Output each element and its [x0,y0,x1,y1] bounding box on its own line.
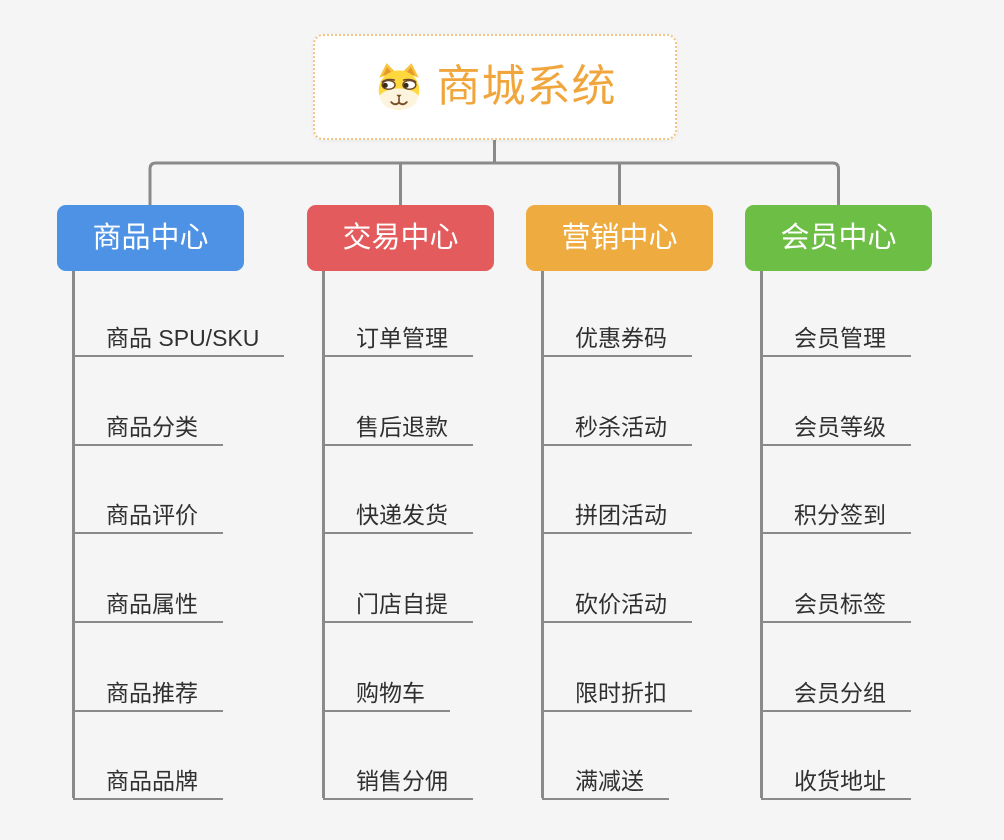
branch-column-marketing: 营销中心 优惠券码 秒杀活动 拼团活动 砍价活动 限时折扣 满减送 [526,205,796,805]
bus-line [148,161,840,206]
branch-trunk-line [72,271,75,798]
leaf-label: 快递发货 [356,502,448,528]
leaf-node[interactable]: 优惠券码 [542,319,692,357]
leaf-label: 商品 SPU/SKU [106,325,260,351]
branch-node-trade-center[interactable]: 交易中心 [307,205,494,271]
leaf-node[interactable]: 商品分类 [73,408,223,446]
leaf-label: 秒杀活动 [575,414,667,440]
leaf-node[interactable]: 商品评价 [73,496,223,534]
leaf-node[interactable]: 订单管理 [323,319,473,357]
leaf-node[interactable]: 商品品牌 [73,762,223,800]
leaf-label: 订单管理 [356,325,448,351]
leaf-node[interactable]: 会员标签 [761,585,911,623]
leaf-node[interactable]: 拼团活动 [542,496,692,534]
leaf-node[interactable]: 会员等级 [761,408,911,446]
leaf-label: 售后退款 [356,414,448,440]
branch-label: 会员中心 [780,221,897,254]
leaf-node[interactable]: 销售分佣 [323,762,473,800]
root-node-label: 商城系统 [436,62,617,111]
leaf-label: 会员分组 [794,680,886,706]
leaf-label: 商品推荐 [106,680,198,706]
leaf-label: 商品品牌 [106,768,198,794]
leaf-node[interactable]: 会员管理 [761,319,911,357]
branch-column-member: 会员中心 会员管理 会员等级 积分签到 会员标签 会员分组 收货地址 [745,205,1004,805]
leaf-label: 商品评价 [106,502,198,528]
leaf-label: 会员等级 [794,414,886,440]
leaf-node[interactable]: 砍价活动 [542,585,692,623]
leaf-label: 收货地址 [794,768,886,794]
leaf-node[interactable]: 限时折扣 [542,674,692,712]
root-node[interactable]: 商城系统 [313,34,677,140]
leaf-label: 积分签到 [794,502,886,528]
branch-column-trade: 交易中心 订单管理 售后退款 快递发货 门店自提 购物车 销售分佣 [307,205,577,805]
leaf-label: 商品属性 [106,591,198,617]
leaf-label: 优惠券码 [575,325,667,351]
branch-trunk-line [760,271,763,798]
branch-node-product-center[interactable]: 商品中心 [57,205,244,271]
leaf-node[interactable]: 门店自提 [323,585,473,623]
branch-node-member-center[interactable]: 会员中心 [745,205,932,271]
leaf-label: 限时折扣 [575,680,667,706]
leaf-label: 门店自提 [356,591,448,617]
leaf-node[interactable]: 积分签到 [761,496,911,534]
leaf-label: 会员管理 [794,325,886,351]
leaf-node[interactable]: 商品推荐 [73,674,223,712]
leaf-node[interactable]: 商品属性 [73,585,223,623]
branch-trunk-line [541,271,544,798]
leaf-label: 购物车 [356,680,425,706]
leaf-node[interactable]: 购物车 [323,674,450,712]
leaf-label: 砍价活动 [575,591,667,617]
branch-trunk-line [322,271,325,798]
branch-column-product: 商品中心 商品 SPU/SKU 商品分类 商品评价 商品属性 商品推荐 商品品牌 [57,205,327,805]
branch-label: 交易中心 [342,221,459,254]
leaf-label: 商品分类 [106,414,198,440]
dog-face-icon [374,61,424,113]
leaf-label: 满减送 [575,768,644,794]
branch-label: 商品中心 [92,221,209,254]
leaf-label: 会员标签 [794,591,886,617]
leaf-node[interactable]: 商品 SPU/SKU [73,319,285,357]
leaf-label: 拼团活动 [575,502,667,528]
branch-label: 营销中心 [561,221,678,254]
leaf-node[interactable]: 满减送 [542,762,669,800]
branch-node-marketing-center[interactable]: 营销中心 [526,205,713,271]
leaf-node[interactable]: 收货地址 [761,762,911,800]
leaf-node[interactable]: 秒杀活动 [542,408,692,446]
leaf-label: 销售分佣 [356,768,448,794]
leaf-node[interactable]: 快递发货 [323,496,473,534]
leaf-node[interactable]: 售后退款 [323,408,473,446]
leaf-node[interactable]: 会员分组 [761,674,911,712]
